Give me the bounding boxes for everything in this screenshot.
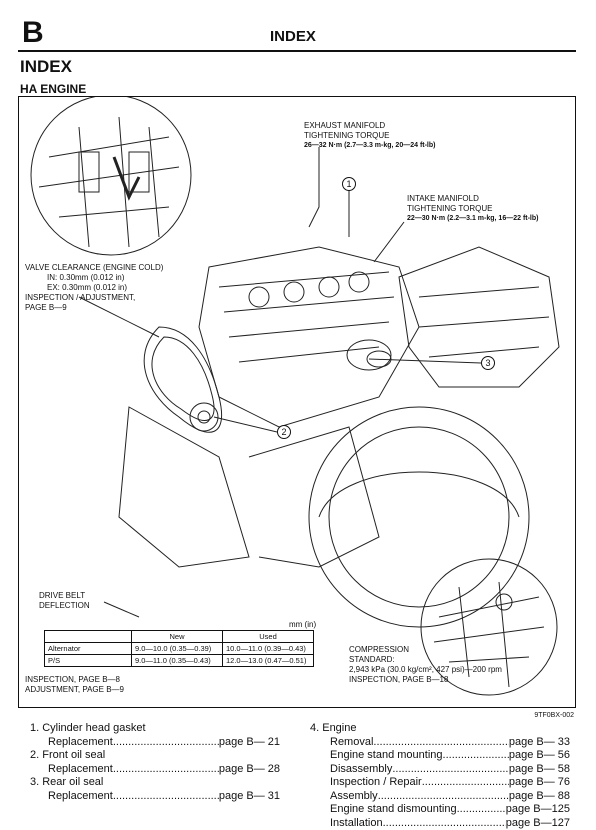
entry-page: page B—127 bbox=[505, 816, 570, 829]
index-entry[interactable]: Engine stand mounting page B— 56 bbox=[310, 749, 570, 763]
leader-dots bbox=[383, 817, 506, 830]
section-letter: B bbox=[22, 16, 44, 49]
index-list-left: 1. Cylinder head gasket Replacement page… bbox=[30, 722, 280, 803]
belt-deflection-table: New Used Alternator 9.0—10.0 (0.35—0.39)… bbox=[44, 630, 314, 667]
drive-belt-line2: DEFLECTION bbox=[39, 601, 90, 610]
entry-page: page B— 28 bbox=[218, 762, 280, 775]
entry-page: page B— 58 bbox=[508, 762, 570, 775]
callout-1: 1 bbox=[342, 177, 356, 191]
index-list-right: 4. Engine Removal page B— 33 Engine stand… bbox=[310, 722, 570, 830]
entry-label: Removal bbox=[330, 735, 374, 748]
entry-label: Engine stand mounting bbox=[330, 749, 443, 761]
leader-dots bbox=[422, 776, 509, 790]
index-entry[interactable]: Replacement page B— 31 bbox=[30, 790, 280, 804]
entry-page: page B— 56 bbox=[508, 749, 570, 761]
intake-line1: INTAKE MANIFOLD bbox=[407, 194, 479, 203]
page-title: INDEX bbox=[20, 57, 72, 76]
intake-line2: TIGHTENING TORQUE bbox=[407, 204, 493, 213]
leader-dots bbox=[113, 790, 219, 804]
leader-dots bbox=[392, 763, 508, 777]
index-item-title: 3. Rear oil seal bbox=[30, 776, 104, 788]
entry-page: page B— 33 bbox=[508, 735, 570, 748]
belt-ref-line2: ADJUSTMENT, PAGE B—9 bbox=[25, 685, 124, 694]
valve-line1: VALVE CLEARANCE (ENGINE COLD) bbox=[25, 263, 164, 272]
table-header-row: New Used bbox=[44, 630, 314, 643]
index-entry[interactable]: Installation page B—127 bbox=[310, 817, 570, 830]
header-title: INDEX bbox=[270, 28, 316, 45]
index-entry[interactable]: Replacement page B— 21 bbox=[30, 736, 280, 750]
compression-label: COMPRESSION STANDARD: 2,943 kPa (30.0 kg… bbox=[349, 645, 502, 685]
entry-label: Engine stand dismounting bbox=[330, 803, 457, 815]
intake-manifold-label: INTAKE MANIFOLD TIGHTENING TORQUE 22—30 … bbox=[407, 194, 539, 224]
entry-page: page B— 88 bbox=[508, 789, 570, 802]
index-item-title: 1. Cylinder head gasket bbox=[30, 722, 146, 734]
row-used: 12.0—13.0 (0.47—0.51) bbox=[222, 654, 314, 667]
entry-page: page B— 21 bbox=[218, 735, 280, 748]
entry-page: page B— 31 bbox=[218, 789, 280, 802]
entry-page: page B— 76 bbox=[508, 776, 570, 788]
leader-dots bbox=[373, 736, 508, 750]
col-used: Used bbox=[222, 630, 314, 643]
col-new: New bbox=[131, 630, 223, 643]
header-rule bbox=[18, 50, 576, 52]
valve-line5: PAGE B—9 bbox=[25, 303, 67, 312]
index-entry[interactable]: Inspection / Repair page B— 76 bbox=[310, 776, 570, 790]
index-entry[interactable]: Assembly page B— 88 bbox=[310, 790, 570, 804]
callout-3: 3 bbox=[481, 356, 495, 370]
leader-dots bbox=[113, 736, 219, 750]
table-row: Alternator 9.0—10.0 (0.35—0.39) 10.0—11.… bbox=[44, 642, 314, 655]
index-entry[interactable]: Replacement page B— 28 bbox=[30, 763, 280, 777]
figure-code: 9TF0BX-002 bbox=[534, 712, 574, 719]
valve-inset-circle bbox=[30, 97, 192, 256]
exhaust-line3: 26—32 N·m (2.7—3.3 m-kg, 20—24 ft-lb) bbox=[304, 142, 436, 149]
row-name: Alternator bbox=[44, 642, 132, 655]
table-row: P/S 9.0—11.0 (0.35—0.43) 12.0—13.0 (0.47… bbox=[44, 654, 314, 667]
index-entry[interactable]: Engine stand dismounting page B—125 bbox=[310, 803, 570, 817]
row-used: 10.0—11.0 (0.39—0.43) bbox=[222, 642, 314, 655]
unit-label: mm (in) bbox=[289, 620, 317, 629]
leader-dots bbox=[457, 803, 506, 817]
leader-dots bbox=[378, 790, 509, 804]
row-name: P/S bbox=[44, 654, 132, 667]
valve-line4: INSPECTION / ADJUSTMENT, bbox=[25, 293, 136, 302]
compression-line4: INSPECTION, PAGE B—18 bbox=[349, 675, 449, 684]
callout-2: 2 bbox=[277, 425, 291, 439]
exhaust-manifold-label: EXHAUST MANIFOLD TIGHTENING TORQUE 26—32… bbox=[304, 121, 436, 151]
row-new: 9.0—10.0 (0.35—0.39) bbox=[131, 642, 223, 655]
row-new: 9.0—11.0 (0.35—0.43) bbox=[131, 654, 223, 667]
drive-belt-label: DRIVE BELT DEFLECTION bbox=[39, 591, 90, 611]
leader-dots bbox=[443, 749, 509, 763]
intake-line3: 22—30 N·m (2.2—3.1 m-kg, 16—22 ft-lb) bbox=[407, 215, 539, 222]
belt-ref-line1: INSPECTION, PAGE B—8 bbox=[25, 675, 120, 684]
exhaust-line2: TIGHTENING TORQUE bbox=[304, 131, 390, 140]
leader-dots bbox=[113, 763, 219, 777]
entry-label: Assembly bbox=[330, 789, 378, 802]
index-entry[interactable]: Removal page B— 33 bbox=[310, 736, 570, 750]
entry-label: Replacement bbox=[48, 762, 113, 775]
valve-clearance-label: VALVE CLEARANCE (ENGINE COLD) IN: 0.30mm… bbox=[25, 263, 163, 313]
valve-line2: IN: 0.30mm (0.012 in) bbox=[47, 273, 125, 282]
entry-label: Installation bbox=[330, 816, 383, 829]
exhaust-line1: EXHAUST MANIFOLD bbox=[304, 121, 386, 130]
valve-line3: EX: 0.30mm (0.012 in) bbox=[47, 283, 128, 292]
engine-illustration bbox=[30, 97, 560, 696]
compression-line1: COMPRESSION bbox=[349, 645, 410, 654]
compression-line2: STANDARD: bbox=[349, 655, 395, 664]
entry-label: Replacement bbox=[48, 789, 113, 802]
belt-refs-label: INSPECTION, PAGE B—8 ADJUSTMENT, PAGE B—… bbox=[25, 675, 124, 695]
entry-page: page B—125 bbox=[505, 803, 570, 815]
entry-label: Replacement bbox=[48, 735, 113, 748]
compression-line3: 2,943 kPa (30.0 kg/cm², 427 psi)—200 rpm bbox=[349, 665, 502, 674]
entry-label: Inspection / Repair bbox=[330, 776, 422, 788]
entry-label: Disassembly bbox=[330, 762, 393, 775]
drive-belt-line1: DRIVE BELT bbox=[39, 591, 86, 600]
table-corner bbox=[44, 630, 132, 643]
index-item-title: 4. Engine bbox=[310, 722, 357, 734]
engine-diagram: EXHAUST MANIFOLD TIGHTENING TORQUE 26—32… bbox=[18, 96, 576, 708]
engine-subtitle: HA ENGINE bbox=[20, 82, 87, 96]
index-entry[interactable]: Disassembly page B— 58 bbox=[310, 763, 570, 777]
index-item-title: 2. Front oil seal bbox=[30, 749, 106, 761]
